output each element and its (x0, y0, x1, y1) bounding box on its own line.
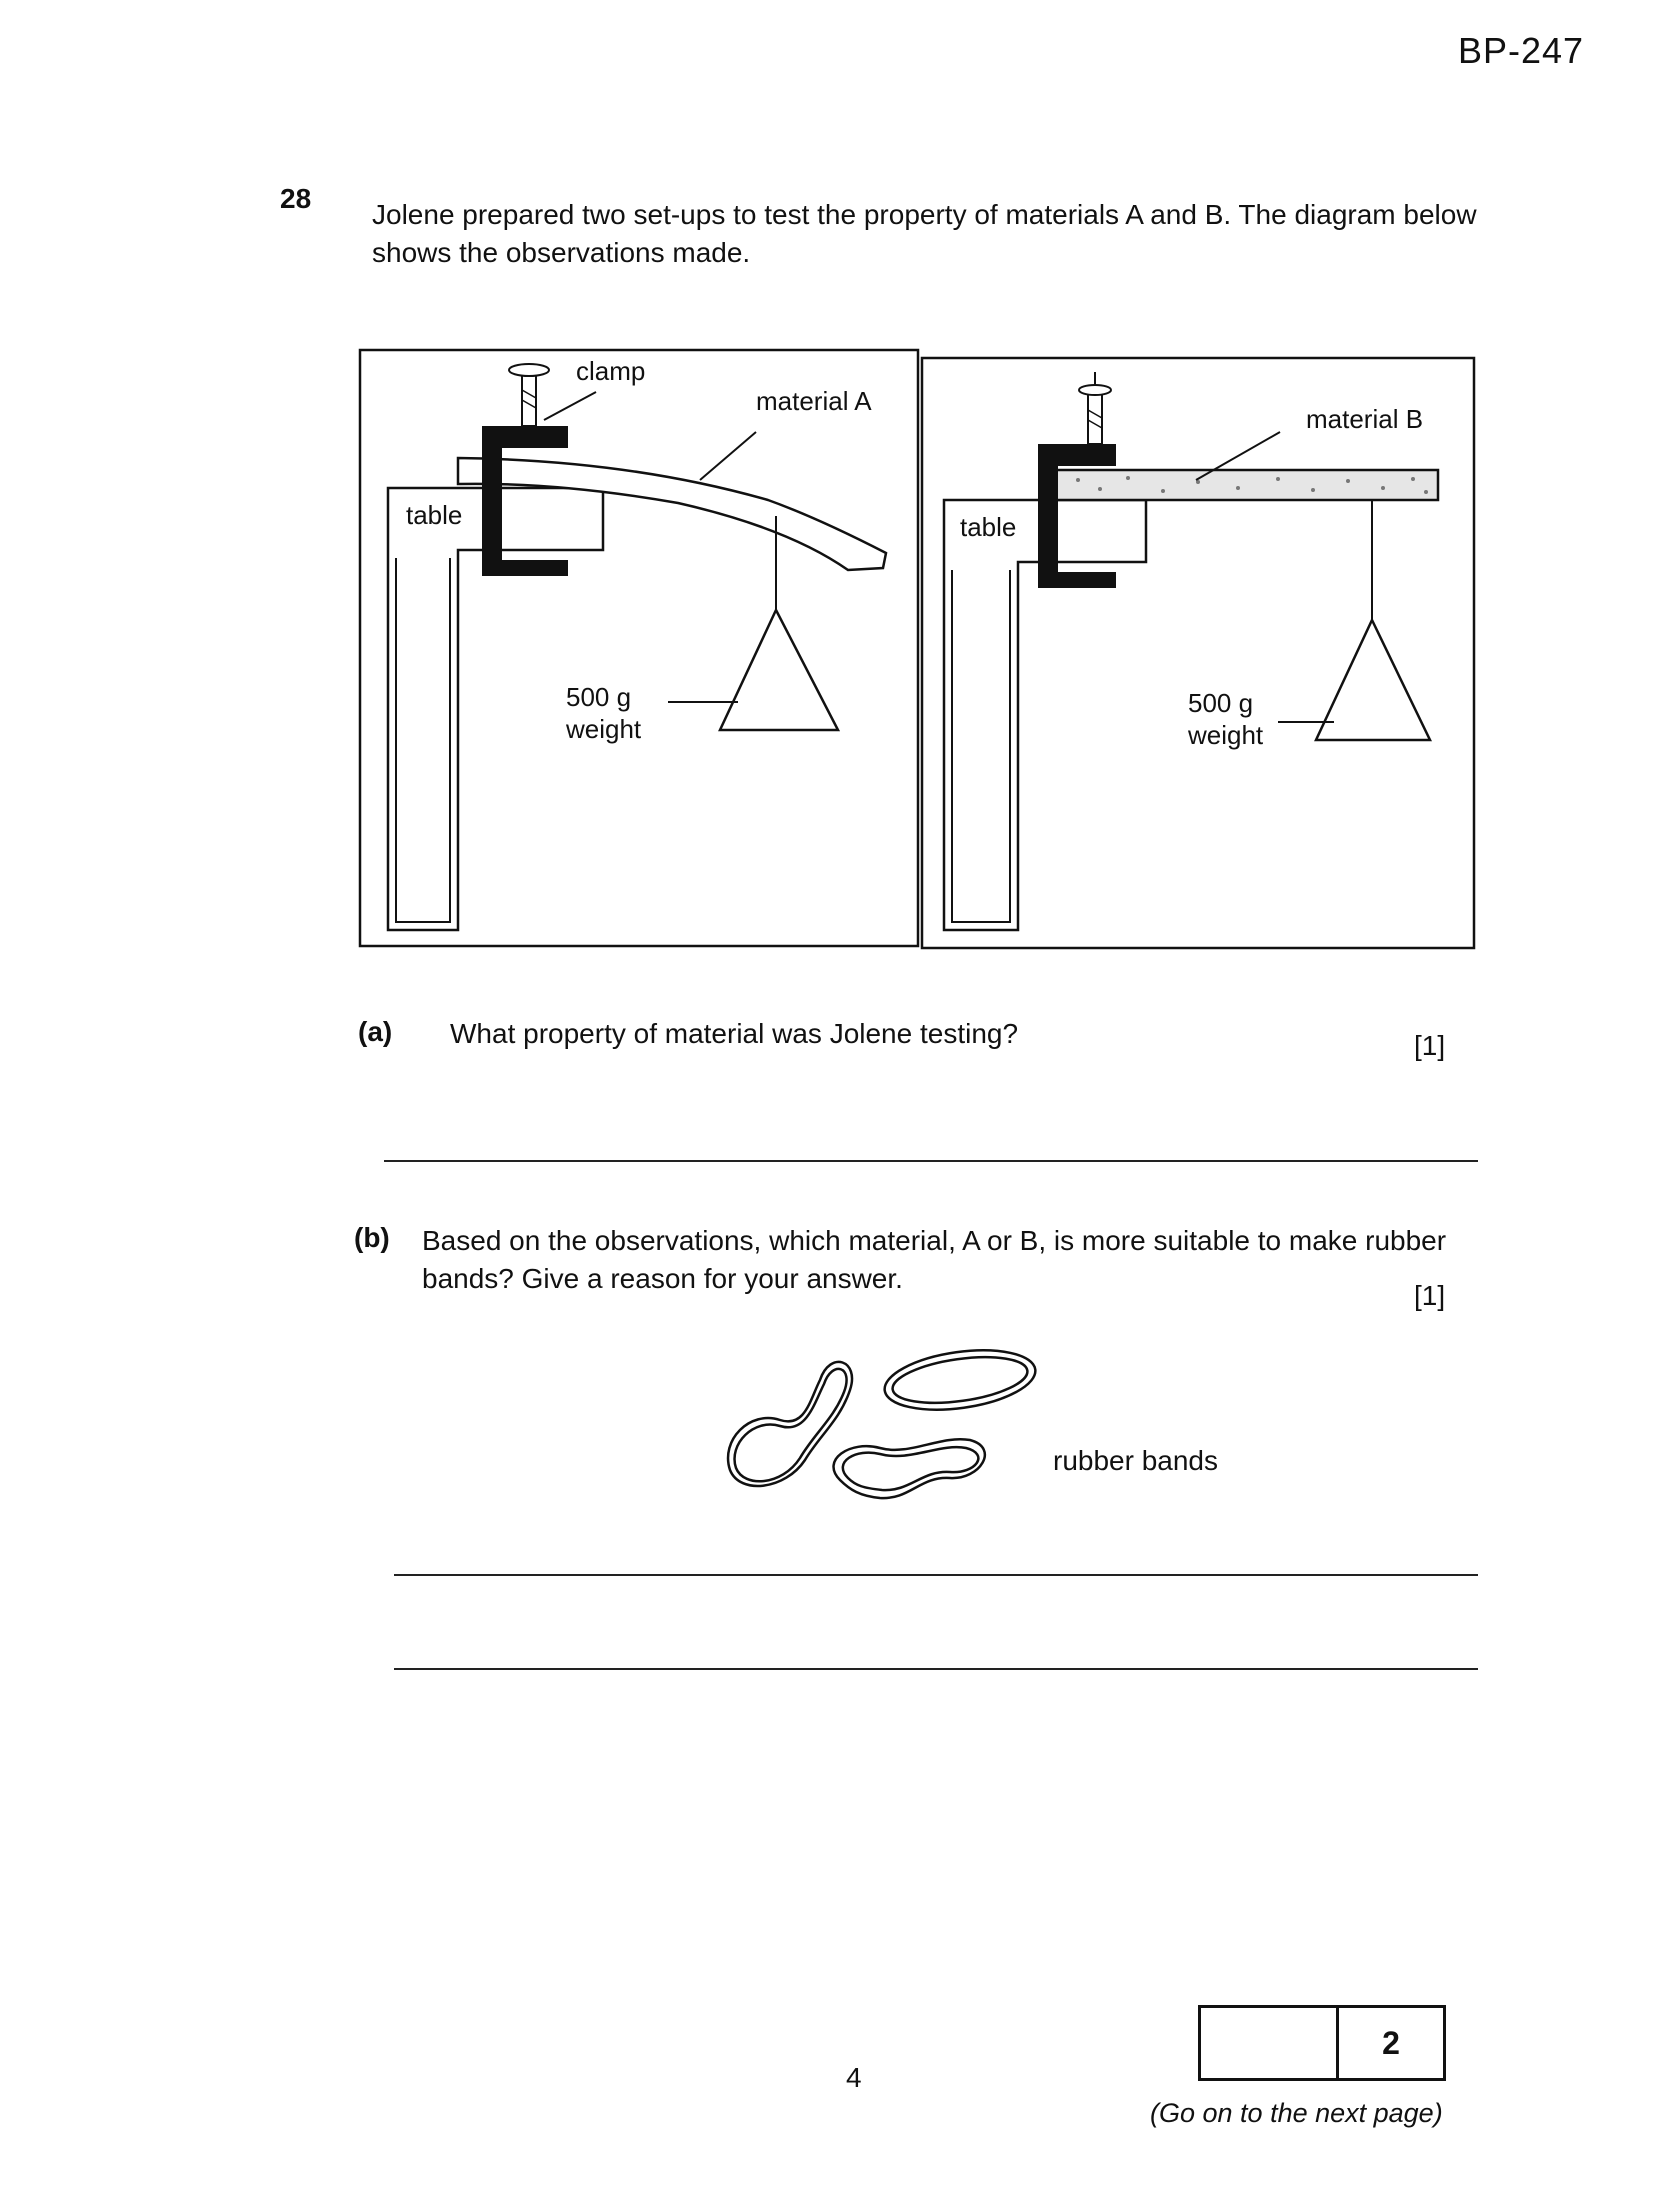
right-clamp (1038, 444, 1116, 588)
right-table-label: table (960, 512, 1016, 542)
left-material-label: material A (756, 386, 872, 416)
rubber-bands-image (726, 1349, 1037, 1500)
go-on-note: (Go on to the next page) (1150, 2098, 1443, 2128)
right-setup: material B table 500 g weight (942, 372, 1440, 932)
experiment-diagram: clamp material A table 500 g weight (358, 348, 1476, 950)
part-b-label: (b) (354, 1222, 390, 1253)
left-weight-label-2: weight (565, 714, 642, 744)
answer-line-a[interactable] (384, 1160, 1478, 1162)
part-a-marks: [1] (1414, 1030, 1446, 1061)
score-blank-cell[interactable] (1201, 2008, 1339, 2078)
right-weight (1314, 617, 1432, 742)
part-a-label: (a) (358, 1016, 393, 1047)
page-number: 4 (846, 2062, 862, 2093)
left-table-label: table (406, 500, 462, 530)
question-text: Jolene prepared two set-ups to test the … (372, 199, 1477, 268)
left-clamp (482, 426, 568, 576)
left-clamp-label: clamp (576, 356, 645, 386)
right-material-label: material B (1306, 404, 1423, 434)
rubber-bands-label: rubber bands (1053, 1445, 1219, 1476)
score-value: 2 (1382, 2024, 1400, 2061)
left-weight (718, 607, 841, 732)
part-b-question: Based on the observations, which materia… (422, 1225, 1447, 1294)
question-number: 28 (280, 183, 312, 214)
material-a-shape (456, 456, 888, 572)
answer-line-b2[interactable] (394, 1668, 1478, 1670)
part-b-marks: [1] (1414, 1280, 1446, 1311)
material-b-shape (1054, 468, 1440, 502)
left-panel-frame (358, 348, 920, 948)
paper-code: BP-247 (1458, 30, 1585, 71)
answer-line-b1[interactable] (394, 1574, 1478, 1576)
part-a-question: What property of material was Jolene tes… (450, 1018, 1019, 1049)
right-panel-frame (920, 356, 1476, 950)
right-weight-label-2: weight (1187, 720, 1264, 750)
left-weight-label-1: 500 g (566, 682, 631, 712)
score-box: 2 (1198, 2005, 1446, 2081)
left-setup: clamp material A table 500 g weight (386, 356, 888, 932)
right-weight-label-1: 500 g (1188, 688, 1253, 718)
